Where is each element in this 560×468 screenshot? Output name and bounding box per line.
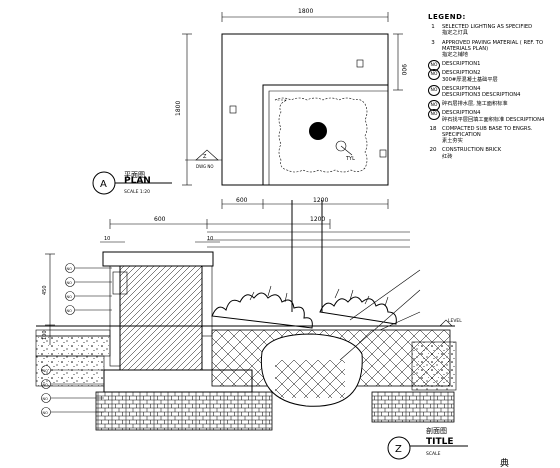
legend-item: 18 COMPACTED SUB BASE TO ENGRS. SPECIFICA… bbox=[428, 126, 558, 145]
plan-ref-sub: DWG NO bbox=[196, 164, 214, 169]
plan-title-en: PLAN bbox=[124, 176, 151, 186]
section-title-en: TITLE bbox=[426, 437, 454, 447]
plan-dim-bottom-left: 600 bbox=[236, 197, 248, 204]
legend-key: NO bbox=[428, 69, 440, 81]
plan-dim-bottom-right: 1200 bbox=[313, 197, 328, 204]
legend-text-en: COMPACTED SUB BASE TO ENGRS. SPECIFICATI… bbox=[442, 125, 533, 139]
plan-scale: SCALE 1:20 bbox=[124, 189, 150, 195]
legend-text-en: CONSTRUCTION BRICK bbox=[442, 147, 502, 154]
section-tag-1: NO bbox=[67, 267, 73, 271]
legend-text-cn: 碎石层排水层, 施工面积标准 bbox=[442, 101, 508, 108]
section-callout-circle bbox=[387, 436, 411, 460]
section-wall bbox=[119, 265, 203, 371]
legend-text-cn: 红砖 bbox=[442, 153, 453, 160]
section-callout-letter: Z bbox=[395, 444, 402, 455]
legend-key: 3 bbox=[431, 39, 435, 46]
section-tag-7: NO bbox=[43, 397, 49, 401]
legend-text-en: APPROVED PAVING MATERIAL ( REF. TO MATER… bbox=[442, 39, 544, 52]
legend-text-en: DESCRIPTION2 bbox=[442, 70, 481, 77]
section-scale: SCALE bbox=[426, 451, 441, 457]
legend-text-cn: 碎石找平层回填工面积标准 DESCRIPTION4 bbox=[442, 116, 545, 123]
legend-text-en: DESCRIPTION4 bbox=[442, 85, 481, 92]
section-level-label: LEVEL bbox=[448, 318, 462, 324]
plan-dim-top: 1800 bbox=[298, 8, 313, 15]
legend-key: 18 bbox=[429, 125, 437, 132]
legend-text-cn: 300#厚混凝土基础平层 bbox=[442, 76, 498, 83]
section-dim-small1: 10 bbox=[104, 236, 110, 242]
legend-text-en: DESCRIPTION1 bbox=[442, 61, 481, 68]
plan-ref-letter: Z bbox=[203, 154, 207, 160]
section-tag-5: NO bbox=[43, 369, 49, 373]
legend-text-cn: 指定之灯具 bbox=[442, 30, 468, 37]
legend-item: 3 APPROVED PAVING MATERIAL ( REF. TO MATE… bbox=[428, 40, 558, 59]
plan-tree-trunk bbox=[309, 122, 327, 140]
section-dim-left1: 450 bbox=[42, 285, 48, 295]
section-view: 600 1200 10 10 450 100 bbox=[35, 200, 509, 468]
section-tag-2: NO bbox=[67, 281, 73, 285]
section-dim-top2: 1200 bbox=[310, 216, 325, 223]
legend-key: NO bbox=[428, 109, 440, 121]
legend-title: LEGEND: bbox=[428, 13, 466, 21]
plan-tree-label: TYL bbox=[345, 156, 355, 162]
section-tag-6: NO bbox=[43, 383, 49, 387]
plan-title-cn: 平面图 bbox=[124, 171, 145, 179]
legend-text-cn: 指定之铺地 bbox=[442, 52, 468, 59]
legend-text-en: DESCRIPTION4 bbox=[442, 110, 481, 117]
section-dim-left2: 100 bbox=[42, 330, 48, 340]
section-dim-top: 600 bbox=[154, 216, 166, 223]
section-tag-4: NO bbox=[67, 309, 73, 313]
legend-key: NO bbox=[428, 84, 440, 96]
plan-view: 1800 1800 900 TYL Z DWG NO bbox=[92, 8, 407, 209]
plan-dim-left: 1800 bbox=[175, 101, 182, 116]
plan-dim-right: 900 bbox=[400, 64, 407, 76]
legend-text-en: SELECTED LIGHTING AS SPECIFIED bbox=[442, 24, 533, 31]
section-tag-8: NO bbox=[43, 411, 49, 415]
plan-section-marker: Z DWG NO bbox=[185, 149, 222, 169]
legend-key: 20 bbox=[429, 147, 437, 154]
legend-key: 1 bbox=[431, 24, 435, 31]
section-tag-3: NO bbox=[67, 295, 73, 299]
plan-callout-letter: A bbox=[100, 179, 107, 190]
legend-text-cn: 素土夯实 bbox=[442, 138, 463, 145]
section-callout-tags: NO NO NO NO NO NO NO NO bbox=[41, 263, 112, 417]
legend-text-cn: DESCRIPTION3 DESCRIPTION4 bbox=[442, 92, 521, 99]
section-title-cn: 剖面图 bbox=[426, 426, 447, 435]
section-dim-small2: 10 bbox=[207, 236, 213, 242]
section-callout-sub: 典 bbox=[500, 457, 509, 468]
